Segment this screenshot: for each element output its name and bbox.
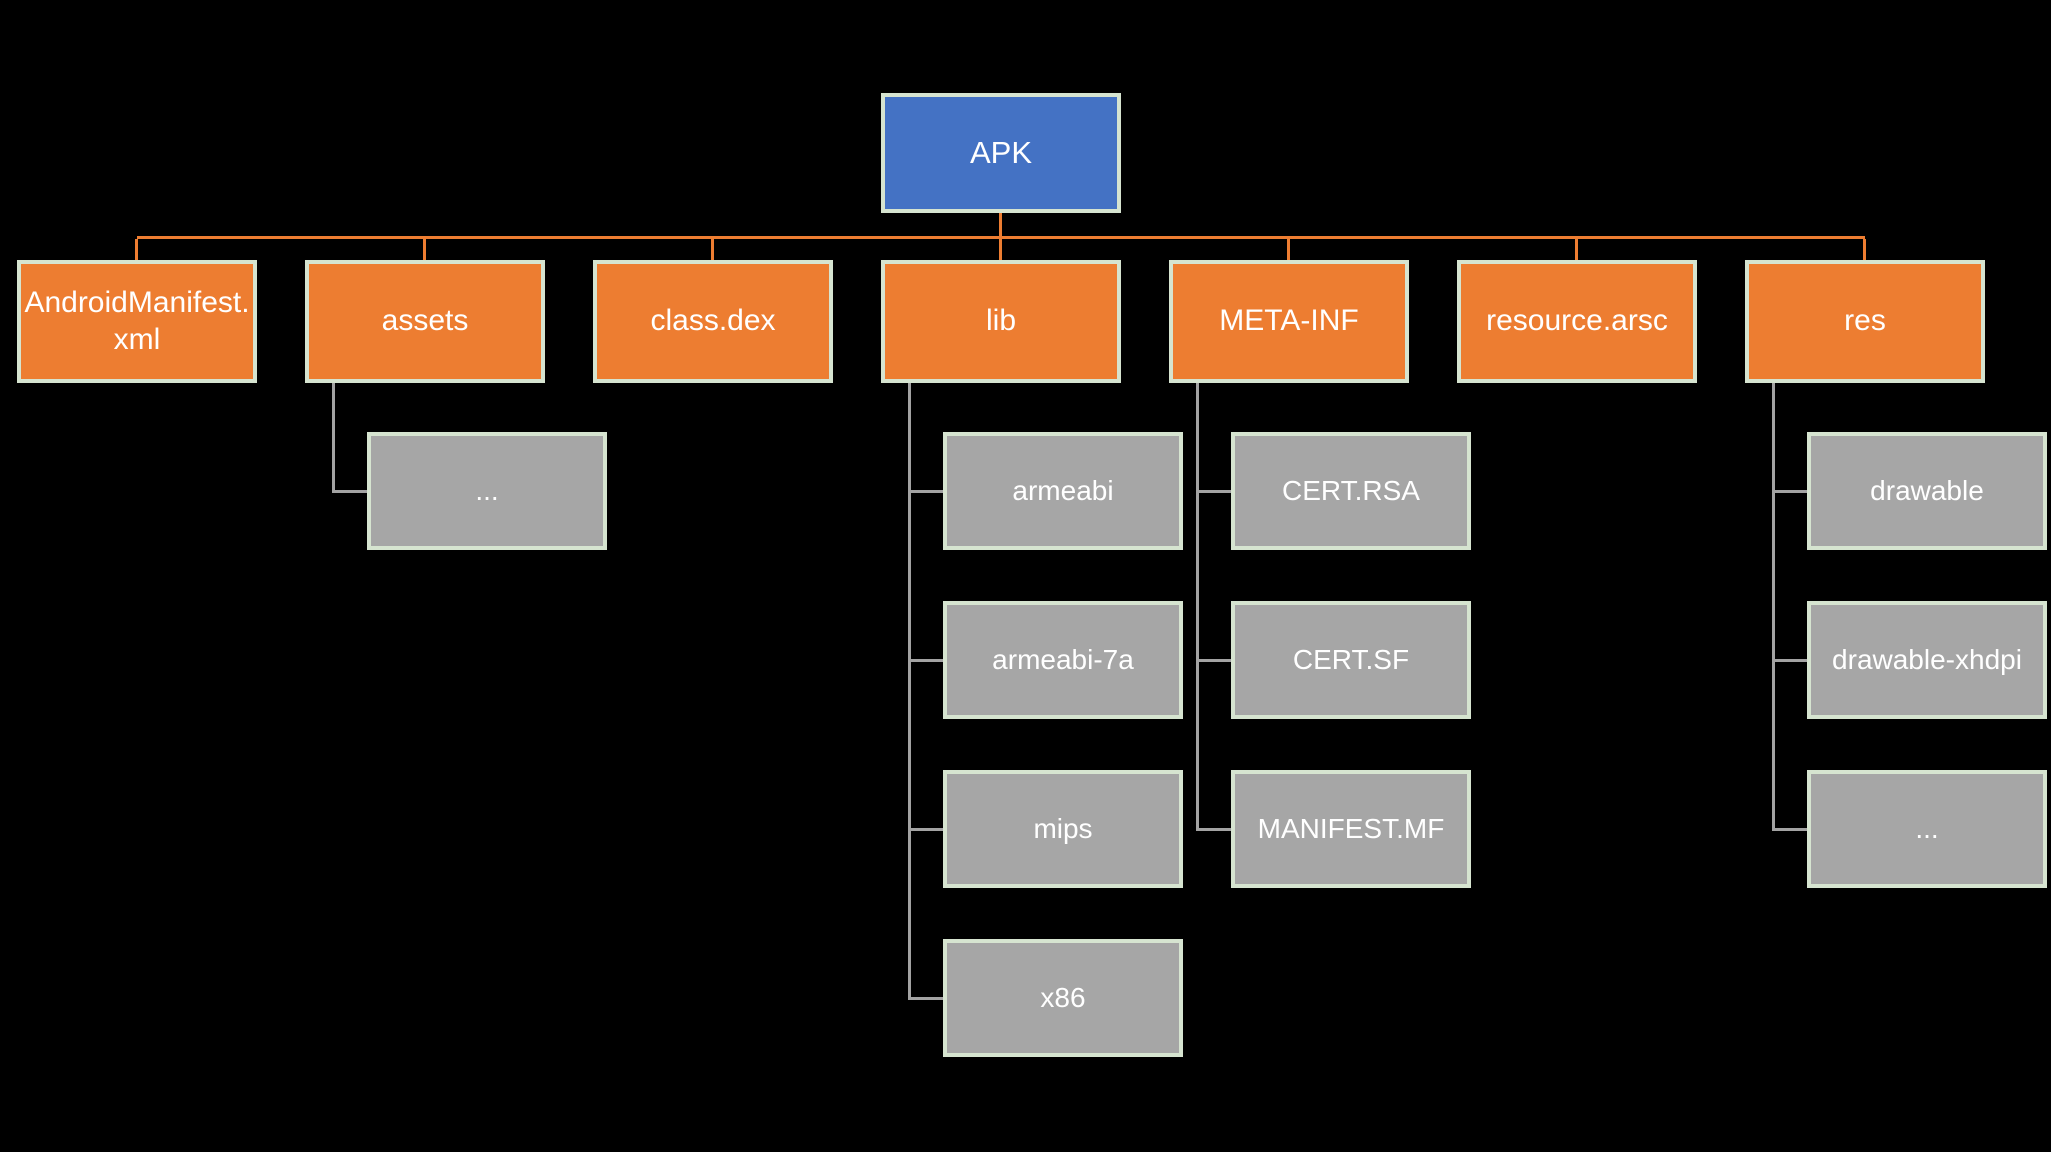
node-manifest-mf: MANIFEST.MF — [1231, 770, 1471, 888]
connector-stub-drawable-xhdpi — [1772, 659, 1809, 662]
connector-stub-x86 — [908, 997, 945, 1000]
node-x86: x86 — [943, 939, 1183, 1057]
connector-stub-mips — [908, 828, 945, 831]
node-cert-rsa: CERT.RSA — [1231, 432, 1471, 550]
connector-stub-resource-arsc — [1575, 239, 1578, 260]
connector-trunk-lib — [908, 383, 911, 1000]
connector-bus — [137, 236, 1865, 239]
connector-stub-class-dex — [711, 239, 714, 260]
node-armeabi-7a: armeabi-7a — [943, 601, 1183, 719]
connector-stub-assets — [423, 239, 426, 260]
connector-stub-cert-rsa — [1196, 490, 1233, 493]
connector-root-stub — [999, 213, 1002, 236]
connector-trunk-meta-inf — [1196, 383, 1199, 831]
connector-stub-assets-ellipsis — [332, 490, 369, 493]
node-meta-inf: META-INF — [1169, 260, 1409, 383]
connector-trunk-res — [1772, 383, 1775, 831]
node-drawable: drawable — [1807, 432, 2047, 550]
connector-trunk-assets — [332, 383, 335, 493]
connector-stub-armeabi — [908, 490, 945, 493]
node-res-ellipsis: ... — [1807, 770, 2047, 888]
connector-stub-lib — [999, 239, 1002, 260]
connector-stub-meta-inf — [1287, 239, 1290, 260]
node-class-dex: class.dex — [593, 260, 833, 383]
node-mips: mips — [943, 770, 1183, 888]
node-resource-arsc: resource.arsc — [1457, 260, 1697, 383]
node-drawable-xhdpi: drawable-xhdpi — [1807, 601, 2047, 719]
connector-stub-cert-sf — [1196, 659, 1233, 662]
node-cert-sf: CERT.SF — [1231, 601, 1471, 719]
connector-stub-manifest-mf — [1196, 828, 1233, 831]
node-assets-ellipsis: ... — [367, 432, 607, 550]
connector-stub-drawable — [1772, 490, 1809, 493]
node-armeabi: armeabi — [943, 432, 1183, 550]
node-res: res — [1745, 260, 1985, 383]
connector-stub-armeabi-7a — [908, 659, 945, 662]
node-androidmanifest-xml: AndroidManifest. xml — [17, 260, 257, 383]
connector-stub-androidmanifest-xml — [135, 239, 138, 260]
connector-stub-res — [1863, 239, 1866, 260]
node-assets: assets — [305, 260, 545, 383]
node-lib: lib — [881, 260, 1121, 383]
connector-stub-res-ellipsis — [1772, 828, 1809, 831]
node-apk: APK — [881, 93, 1121, 213]
